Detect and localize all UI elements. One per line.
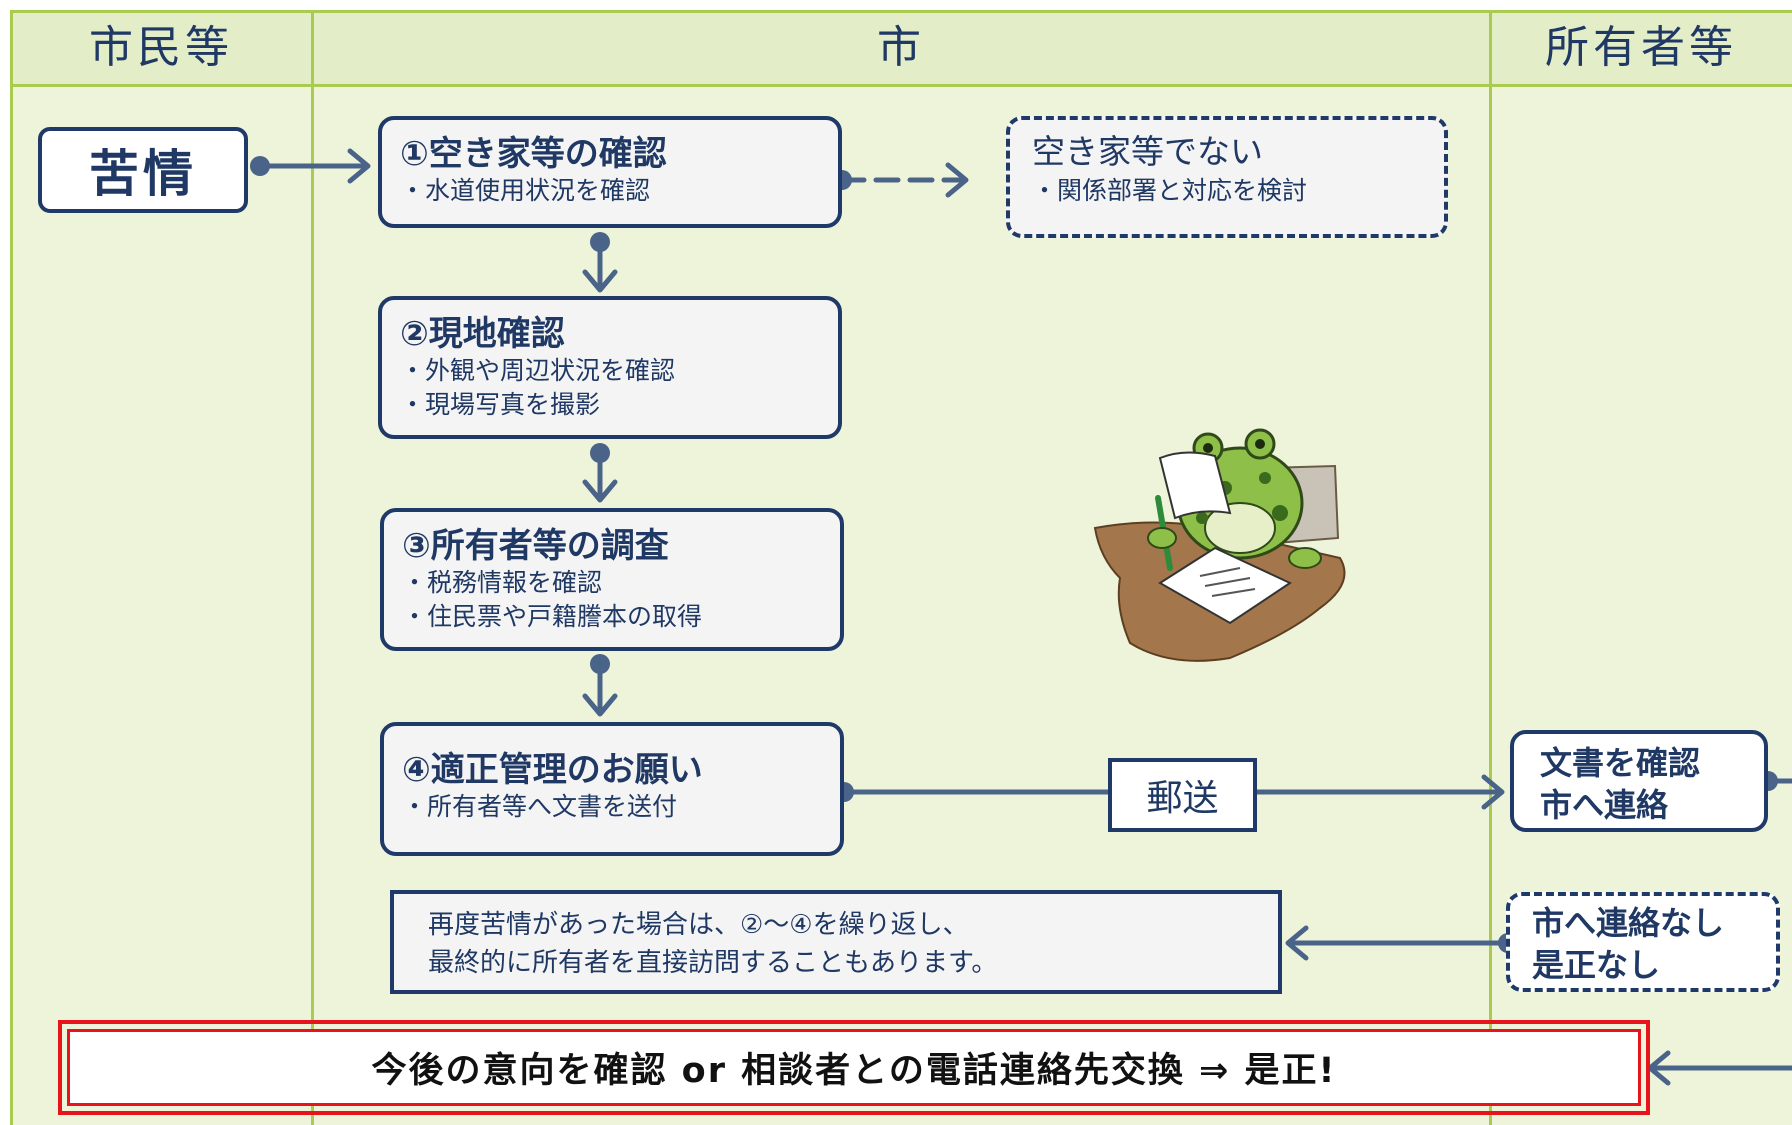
header-bottom-border	[10, 84, 1792, 87]
step-2-line-2: ・現場写真を撮影	[400, 390, 601, 419]
step-4-title: ④適正管理のお願い	[402, 750, 703, 790]
repeat-note-line-2: 最終的に所有者を直接訪問することもあります。	[428, 948, 998, 978]
step-2-line-1: ・外観や周辺状況を確認	[400, 356, 676, 385]
mail-label-box: 郵送	[1108, 758, 1257, 832]
frog-writing-icon	[1093, 428, 1346, 662]
not-vacant-line: ・関係部署と対応を検討	[1032, 176, 1308, 205]
step-3-line-2: ・住民票や戸籍謄本の取得	[402, 602, 703, 631]
step-1-box: ①空き家等の確認 ・水道使用状況を確認	[378, 116, 842, 228]
owner-confirm-line-1: 文書を確認	[1540, 744, 1701, 782]
step-1-title: ①空き家等の確認	[400, 134, 667, 174]
owner-no-contact-line-1: 市へ連絡なし	[1532, 904, 1725, 942]
lane-header-owners: 所有者等	[1545, 22, 1737, 73]
owner-no-contact-box: 市へ連絡なし 是正なし	[1506, 892, 1780, 992]
lane-divider-city-owners	[1489, 10, 1492, 1125]
header-top-border	[10, 10, 1792, 13]
result-box: 今後の意向を確認 or 相談者との電話連絡先交換 ⇒ 是正!	[67, 1029, 1641, 1106]
owner-confirm-line-2: 市へ連絡	[1540, 786, 1669, 824]
owner-no-contact-line-2: 是正なし	[1532, 946, 1661, 984]
step-1-line-1: ・水道使用状況を確認	[400, 176, 651, 205]
step-3-title: ③所有者等の調査	[402, 526, 669, 566]
result-outer-border: 今後の意向を確認 or 相談者との電話連絡先交換 ⇒ 是正!	[58, 1020, 1650, 1115]
repeat-note-box: 再度苦情があった場合は、②～④を繰り返し、 最終的に所有者を直接訪問することもあ…	[390, 890, 1282, 994]
owner-confirm-box: 文書を確認 市へ連絡	[1510, 730, 1768, 832]
complaint-box: 苦情	[38, 127, 248, 213]
mail-label: 郵送	[1146, 778, 1219, 819]
step-4-box: ④適正管理のお願い ・所有者等へ文書を送付	[380, 722, 844, 856]
lane-header-citizens: 市民等	[89, 22, 233, 73]
repeat-note-line-1: 再度苦情があった場合は、②～④を繰り返し、	[428, 910, 969, 940]
lane-header-city: 市	[877, 22, 925, 73]
not-vacant-box: 空き家等でない ・関係部署と対応を検討	[1006, 116, 1448, 238]
not-vacant-title: 空き家等でない	[1032, 132, 1263, 171]
step-4-line-1: ・所有者等へ文書を送付	[402, 792, 678, 821]
lane-divider-citizens-city	[311, 10, 314, 1125]
complaint-label: 苦情	[89, 145, 197, 203]
step-3-line-1: ・税務情報を確認	[402, 568, 603, 597]
result-text: 今後の意向を確認 or 相談者との電話連絡先交換 ⇒ 是正!	[371, 1051, 1337, 1091]
lane-divider-left	[10, 10, 13, 1125]
step-2-title: ②現地確認	[400, 314, 565, 354]
step-3-box: ③所有者等の調査 ・税務情報を確認 ・住民票や戸籍謄本の取得	[380, 508, 844, 651]
step-2-box: ②現地確認 ・外観や周辺状況を確認 ・現場写真を撮影	[378, 296, 842, 439]
lane-header-row	[10, 10, 1792, 85]
